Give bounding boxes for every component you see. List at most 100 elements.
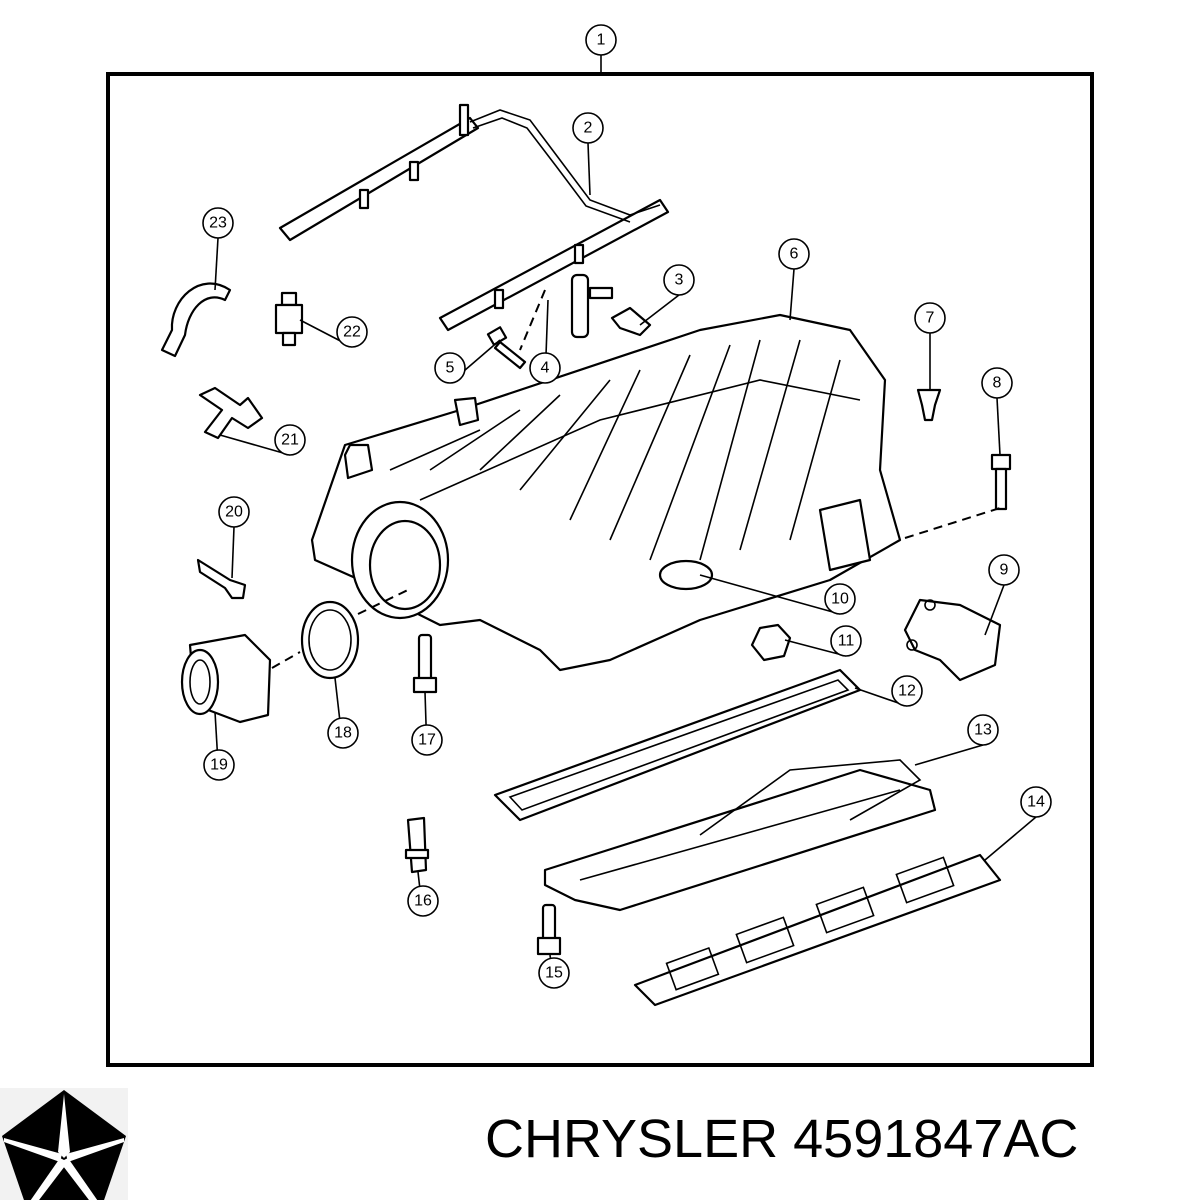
callout-number: 20 [225,504,243,521]
part-bolt-8 [990,453,1012,511]
callout-number: 4 [541,360,550,377]
callout-circle [824,583,856,615]
callout-18: 18 [327,717,359,749]
callout-number: 10 [831,591,849,608]
part-bolt-17 [412,633,438,694]
callout-number: 19 [210,757,228,774]
pentastar-logo [0,1088,128,1200]
callout-circle [529,352,561,384]
part-fuel-rail [278,103,670,332]
diagram-frame [106,72,1094,1067]
callout-22: 22 [336,316,368,348]
leader-line-8 [996,397,1001,456]
part-bracket-3 [610,306,652,337]
callout-19: 19 [203,749,235,781]
callout-circle [203,749,235,781]
callout-1: 1 [585,24,617,56]
dashed-alignment-lines [271,289,1001,669]
part-throttle-body-19 [180,633,272,724]
callout-circle [967,714,999,746]
part-bracket-20 [196,558,247,600]
leader-line-20 [231,526,235,579]
callout-number: 3 [675,272,684,289]
callout-3: 3 [663,264,695,296]
callout-6: 6 [778,238,810,270]
leader-line-23 [214,237,219,291]
leader-line-9 [984,584,1005,636]
leader-line-11 [784,639,847,657]
callout-circle [914,302,946,334]
callout-2: 2 [572,112,604,144]
callout-5: 5 [434,352,466,384]
callout-circle [981,367,1013,399]
callout-20: 20 [218,496,250,528]
callout-circle [336,316,368,348]
part-fuel-injector [570,273,614,339]
leader-line-21 [219,434,291,456]
callout-circle [407,885,439,917]
callout-circle [830,625,862,657]
callout-number: 23 [209,215,227,232]
callout-number: 15 [545,965,563,982]
leader-lines [214,55,1037,989]
part-bolt-5 [486,326,527,370]
part-bolt-15 [536,903,562,956]
callout-number: 2 [584,120,593,137]
leader-line-14 [984,816,1037,861]
callout-number: 22 [343,324,361,341]
callout-number: 14 [1027,794,1045,811]
leader-line-2 [587,142,591,196]
callout-17: 17 [411,724,443,756]
callout-13: 13 [967,714,999,746]
part-caption: CHRYSLER 4591847AC [485,1108,1078,1170]
callout-number: 1 [597,32,606,49]
part-gasket-14 [633,853,1002,1007]
leader-line-13 [914,744,984,766]
callout-23: 23 [202,207,234,239]
callout-10: 10 [824,583,856,615]
callout-circle [585,24,617,56]
callout-11: 11 [830,625,862,657]
part-hose-23 [160,282,232,358]
part-clip-7 [916,388,942,422]
callout-circle [327,717,359,749]
callout-number: 16 [414,893,432,910]
leader-line-6 [789,268,795,321]
callout-number: 8 [993,375,1002,392]
callout-number: 12 [898,683,916,700]
brand-name: CHRYSLER [485,1109,779,1169]
callout-number: 9 [1000,562,1009,579]
callout-circle [778,238,810,270]
callout-circle [663,264,695,296]
callout-circle [891,675,923,707]
callout-circle [434,352,466,384]
part-gasket-18 [300,600,360,680]
part-stud-16 [404,816,430,874]
leader-line-3 [639,294,680,326]
callout-number: 21 [281,432,299,449]
callout-number: 5 [446,360,455,377]
part-sensor-22 [274,291,304,347]
callout-circle [988,554,1020,586]
callout-circle [1020,786,1052,818]
part-map-sensor-9 [903,598,1002,682]
callout-number: 7 [926,310,935,327]
callout-21: 21 [274,424,306,456]
callout-number: 6 [790,246,799,263]
callout-number: 18 [334,725,352,742]
callout-circle [538,957,570,989]
callout-15: 15 [538,957,570,989]
callout-16: 16 [407,885,439,917]
callout-7: 7 [914,302,946,334]
callout-12: 12 [891,675,923,707]
callout-circle [218,496,250,528]
callout-circle [274,424,306,456]
part-intake-manifold [310,313,902,672]
callout-number: 17 [418,732,436,749]
callout-number: 13 [974,722,992,739]
callout-4: 4 [529,352,561,384]
callout-8: 8 [981,367,1013,399]
part-cap-10 [750,623,792,662]
